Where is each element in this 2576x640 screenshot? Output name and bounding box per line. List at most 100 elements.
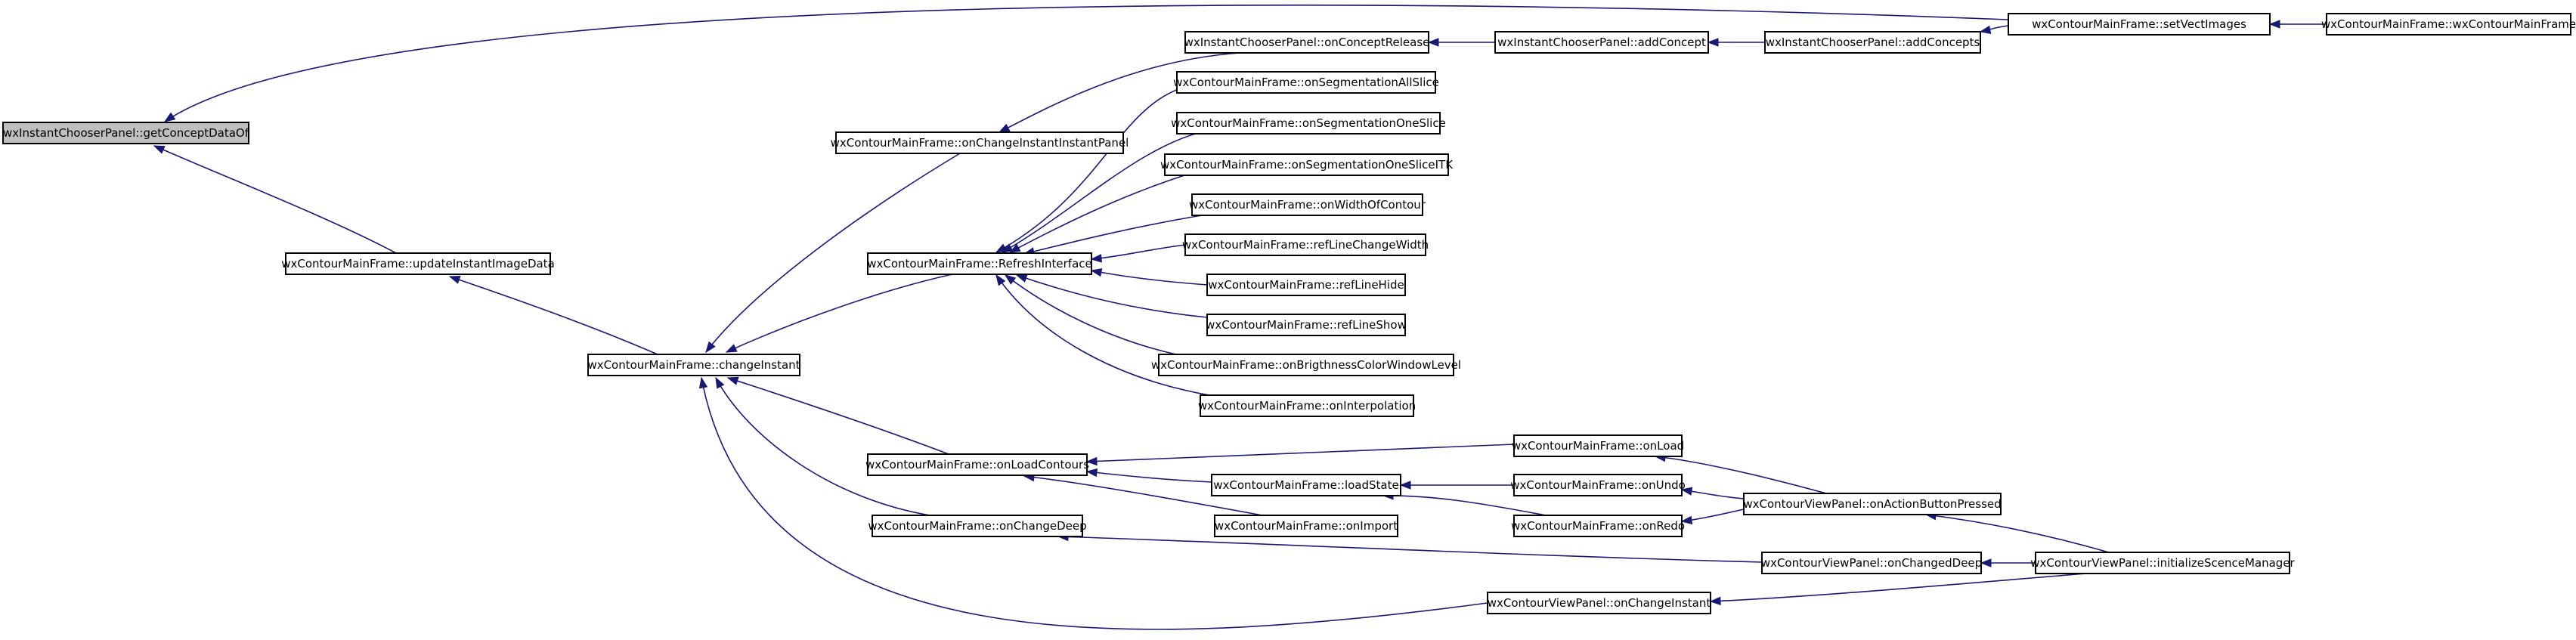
function-node-bright[interactable]: wxContourMainFrame::onBrigthnessColorWin… [1151, 354, 1461, 376]
node-box [1158, 354, 1454, 376]
arrowhead-changeInst-to-updInst [448, 275, 461, 284]
node-box [1764, 31, 1981, 54]
root-function-node[interactable]: wxInstantChooserPanel::getConceptDataOf [2, 122, 249, 144]
function-node-addConcept[interactable]: wxInstantChooserPanel::addConcept [1494, 31, 1709, 54]
node-label: wxContourMainFrame::onUndo [1510, 478, 1686, 492]
function-node-setVect[interactable]: wxContourMainFrame::setVectImages [2008, 13, 2271, 36]
node-label: wxContourMainFrame::onBrigthnessColorWin… [1151, 358, 1461, 372]
node-box [1211, 474, 1401, 496]
arrowhead-initScene-to-chInstVP [1709, 596, 1721, 606]
node-label: wxContourMainFrame::RefreshInterface [867, 257, 1092, 271]
node-box [1164, 153, 1449, 176]
node-box [1214, 515, 1398, 537]
function-node-mainFrame[interactable]: wxContourMainFrame::wxContourMainFrame [2321, 13, 2576, 36]
function-node-addConcepts[interactable]: wxInstantChooserPanel::addConcepts [1764, 31, 1981, 54]
function-node-chDeepVP[interactable]: wxContourViewPanel::onChangedDeep [1761, 552, 1982, 574]
node-box [835, 131, 1124, 154]
edge-loadState-to-loadContours [1086, 471, 1212, 483]
edge-initScene-to-chInstVP [1710, 573, 2087, 602]
node-box [2326, 13, 2571, 36]
node-box [1206, 314, 1406, 336]
arrowhead-interp-to-refresh [995, 274, 1006, 286]
edge-chDeepVP-to-onChDeep [1057, 536, 1763, 563]
arrowhead-addConcepts-to-addConcept [1707, 38, 1719, 47]
function-node-actionBtn[interactable]: wxContourViewPanel::onActionButtonPresse… [1743, 493, 2002, 515]
function-node-onUndo[interactable]: wxContourMainFrame::onUndo [1510, 474, 1686, 496]
node-box [1206, 274, 1406, 296]
node-label: wxInstantChooserPanel::addConcepts [1766, 36, 1980, 49]
function-node-onChDeep[interactable]: wxContourMainFrame::onChangeDeep [868, 515, 1087, 537]
function-node-onLoad[interactable]: wxContourMainFrame::onLoad [1512, 434, 1684, 457]
node-label: wxContourMainFrame::onChangeDeep [868, 519, 1086, 533]
node-label: wxContourMainFrame::onChangeInstantInsta… [831, 136, 1129, 150]
node-label: wxContourMainFrame::changeInstant [587, 358, 800, 372]
node-box [867, 453, 1088, 476]
node-box [285, 252, 551, 275]
function-node-onRedo[interactable]: wxContourMainFrame::onRedo [1511, 515, 1685, 537]
edge-onLoad-to-loadContours [1086, 444, 1515, 462]
function-node-changeInst[interactable]: wxContourMainFrame::changeInstant [587, 354, 800, 376]
node-label: wxContourMainFrame::refLineShow [1206, 318, 1407, 332]
arrowhead-onUndo-to-loadState [1399, 481, 1411, 490]
node-label: wxContourMainFrame::onImport [1215, 519, 1398, 533]
node-label: wxInstantChooserPanel::addConcept [1497, 36, 1706, 49]
node-box [1200, 394, 1414, 417]
node-box [1761, 552, 1982, 574]
function-node-refShow[interactable]: wxContourMainFrame::refLineShow [1206, 314, 1407, 336]
arrowhead-loadContours-to-changeInst [726, 376, 739, 385]
node-box [1191, 193, 1423, 216]
arrowhead-loadState-to-loadContours [1085, 468, 1098, 478]
function-node-segITK[interactable]: wxContourMainFrame::onSegmentationOneSli… [1160, 153, 1454, 176]
node-box [867, 252, 1092, 275]
node-box [2, 122, 249, 144]
edge-chInstVP-to-changeInst [701, 377, 1488, 630]
node-label: wxInstantChooserPanel::onConceptRelease [1184, 36, 1430, 49]
arrowhead-refShow-to-refresh [1015, 274, 1028, 283]
edge-refresh-to-changeInst [726, 274, 953, 353]
edge-loadContours-to-changeInst [727, 377, 949, 455]
function-node-onImport[interactable]: wxContourMainFrame::onImport [1214, 515, 1398, 537]
node-label: wxContourMainFrame::refLineChangeWidth [1182, 238, 1429, 252]
function-node-segOne[interactable]: wxContourMainFrame::onSegmentationOneSli… [1171, 112, 1446, 134]
arrowhead-onChDeep-to-changeInst [715, 376, 725, 389]
edge-refHide-to-refresh [1091, 270, 1208, 286]
node-label: wxContourMainFrame::onLoad [1512, 439, 1684, 453]
function-node-loadContours[interactable]: wxContourMainFrame::onLoadContours [865, 453, 1089, 476]
function-node-width[interactable]: wxContourMainFrame::onWidthOfContour [1189, 193, 1426, 216]
function-node-updInst[interactable]: wxContourMainFrame::updateInstantImageDa… [281, 252, 555, 275]
edge-onChInstPanel-to-changeInst [705, 153, 961, 353]
function-node-refWidth[interactable]: wxContourMainFrame::refLineChangeWidth [1182, 233, 1429, 256]
node-label: wxInstantChooserPanel::getConceptDataOf [3, 126, 249, 140]
function-node-conceptRelease[interactable]: wxInstantChooserPanel::onConceptRelease [1184, 31, 1430, 54]
function-node-interp[interactable]: wxContourMainFrame::onInterpolation [1198, 394, 1416, 417]
arrowhead-actionBtn-to-onUndo [1680, 487, 1693, 496]
arrowhead-setVect-to-root [163, 112, 176, 122]
node-label: wxContourMainFrame::onWidthOfContour [1189, 198, 1426, 212]
node-label: wxContourViewPanel::onActionButtonPresse… [1743, 497, 2001, 511]
arrowhead-refHide-to-refresh [1090, 267, 1103, 277]
edge-width-to-refresh [1023, 215, 1203, 255]
node-box [1513, 434, 1683, 457]
node-label: wxContourMainFrame::onSegmentationOneSli… [1171, 116, 1446, 130]
node-box [1176, 112, 1441, 134]
function-node-initScene[interactable]: wxContourViewPanel::initializeScenceMana… [2030, 552, 2296, 574]
edge-segOne-to-refresh [1002, 132, 1199, 253]
arrowhead-segOne-to-refresh [1001, 243, 1014, 253]
edge-segITK-to-refresh [1009, 174, 1187, 253]
graph-edges [153, 5, 2327, 630]
function-node-onChInstPanel[interactable]: wxContourMainFrame::onChangeInstantInsta… [831, 131, 1129, 154]
function-node-segAll[interactable]: wxContourMainFrame::onSegmentationAllSli… [1173, 71, 1439, 94]
function-node-chInstVP[interactable]: wxContourViewPanel::onChangeInstant [1487, 592, 1711, 614]
arrowhead-segITK-to-refresh [1008, 243, 1021, 253]
node-label: wxContourMainFrame::refLineHide [1208, 278, 1404, 292]
node-box [872, 515, 1083, 537]
node-label: wxContourMainFrame::updateInstantImageDa… [281, 257, 555, 271]
edge-refWidth-to-refresh [1091, 244, 1186, 260]
arrowhead-onLoad-to-loadContours [1085, 456, 1098, 466]
function-node-refHide[interactable]: wxContourMainFrame::refLineHide [1206, 274, 1406, 296]
function-node-loadState[interactable]: wxContourMainFrame::loadState [1211, 474, 1401, 496]
node-label: wxContourMainFrame::onRedo [1511, 519, 1685, 533]
graph-nodes: wxInstantChooserPanel::getConceptDataOfw… [2, 13, 2576, 614]
node-label: wxContourMainFrame::onSegmentationAllSli… [1173, 76, 1439, 89]
function-node-refresh[interactable]: wxContourMainFrame::RefreshInterface [867, 252, 1092, 275]
